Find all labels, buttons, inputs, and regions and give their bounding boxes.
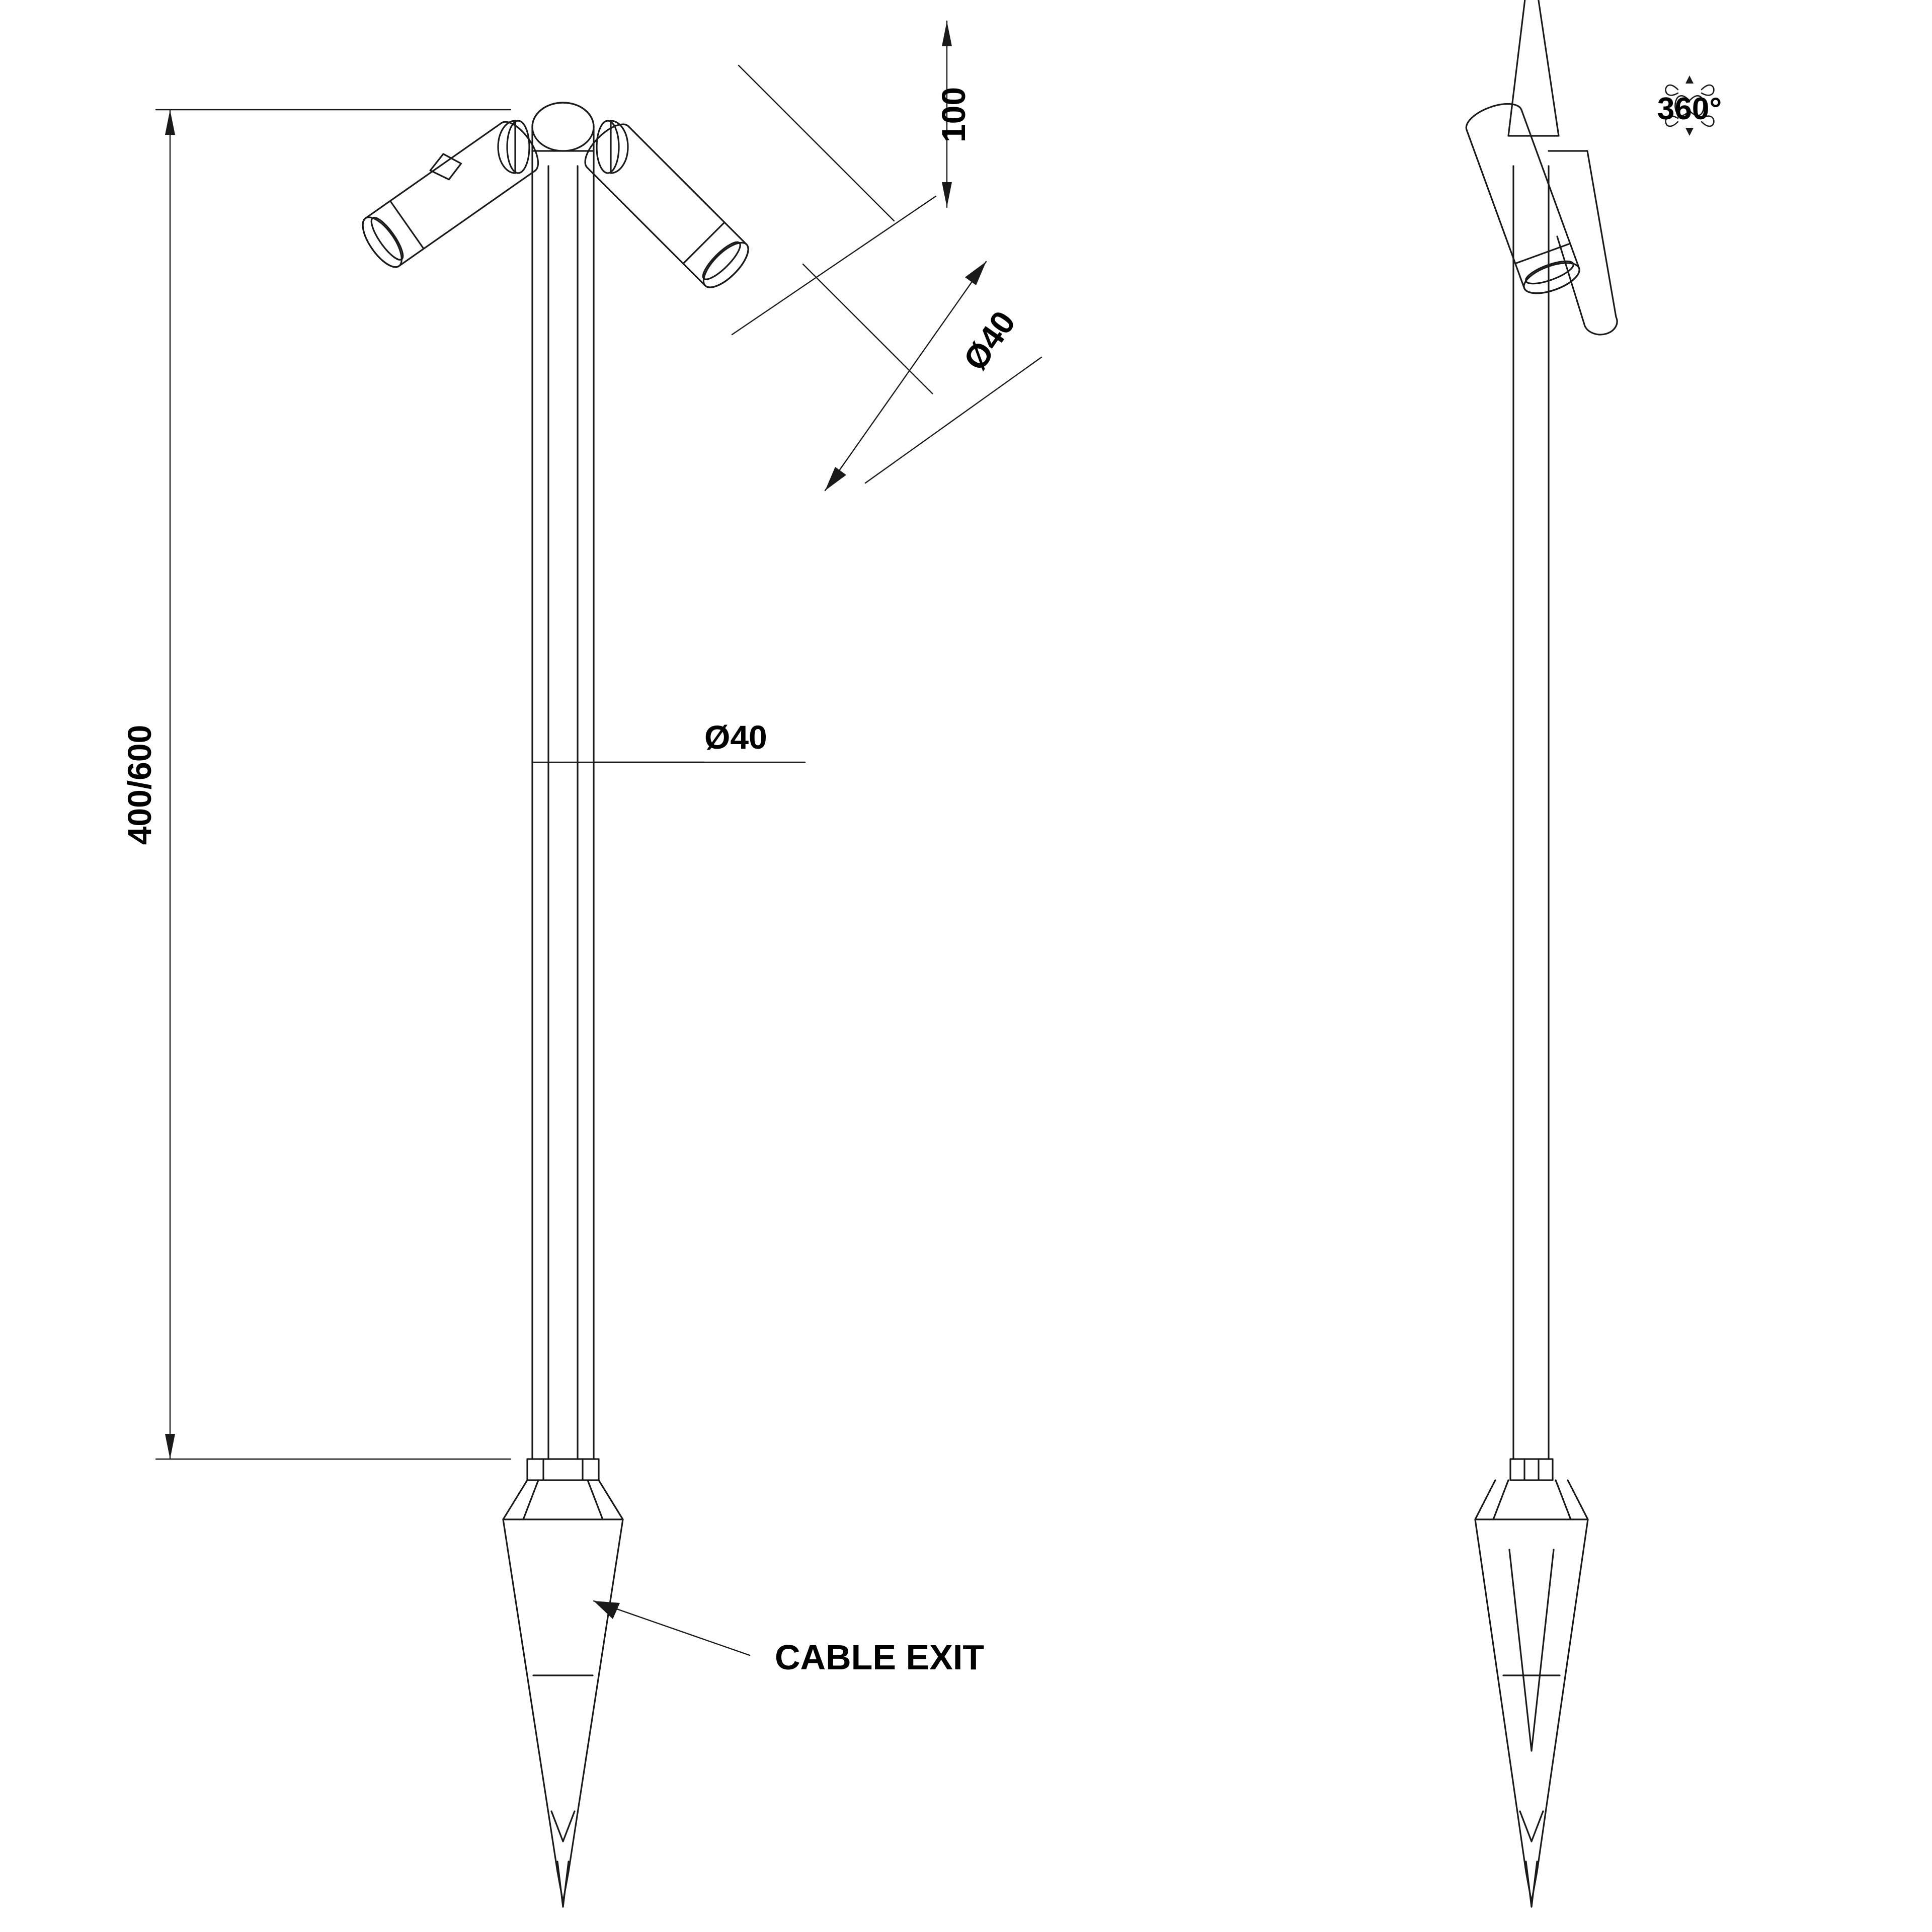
lamp-head-left <box>362 121 539 268</box>
dim-head-length <box>738 20 952 394</box>
spike-front <box>502 1458 624 1908</box>
side-view <box>1465 0 1618 1908</box>
dim-label-pole-diameter: Ø40 <box>704 718 767 756</box>
lamp-head-left-bracket <box>429 153 462 181</box>
dim-label-head-length: 100 <box>935 87 972 142</box>
dim-overall-height <box>155 109 512 1460</box>
dimension-lines <box>155 20 1715 1656</box>
head-joint-front <box>497 102 629 174</box>
rotation-symbol-graphic <box>1665 75 1715 136</box>
annotation-cable-exit: CABLE EXIT <box>775 1638 984 1677</box>
annotation-rotation-360: 360° <box>1657 92 1722 126</box>
cable-exit-leader <box>593 1600 751 1656</box>
spike-side <box>1474 1458 1589 1908</box>
dim-head-diameter <box>731 195 1042 492</box>
pole-side <box>1512 165 1550 1460</box>
head-side <box>1465 0 1618 336</box>
pole-front <box>531 150 595 1460</box>
front-view <box>362 102 749 1908</box>
lamp-head-right <box>584 123 749 288</box>
dim-label-overall-height: 400/600 <box>121 725 158 845</box>
